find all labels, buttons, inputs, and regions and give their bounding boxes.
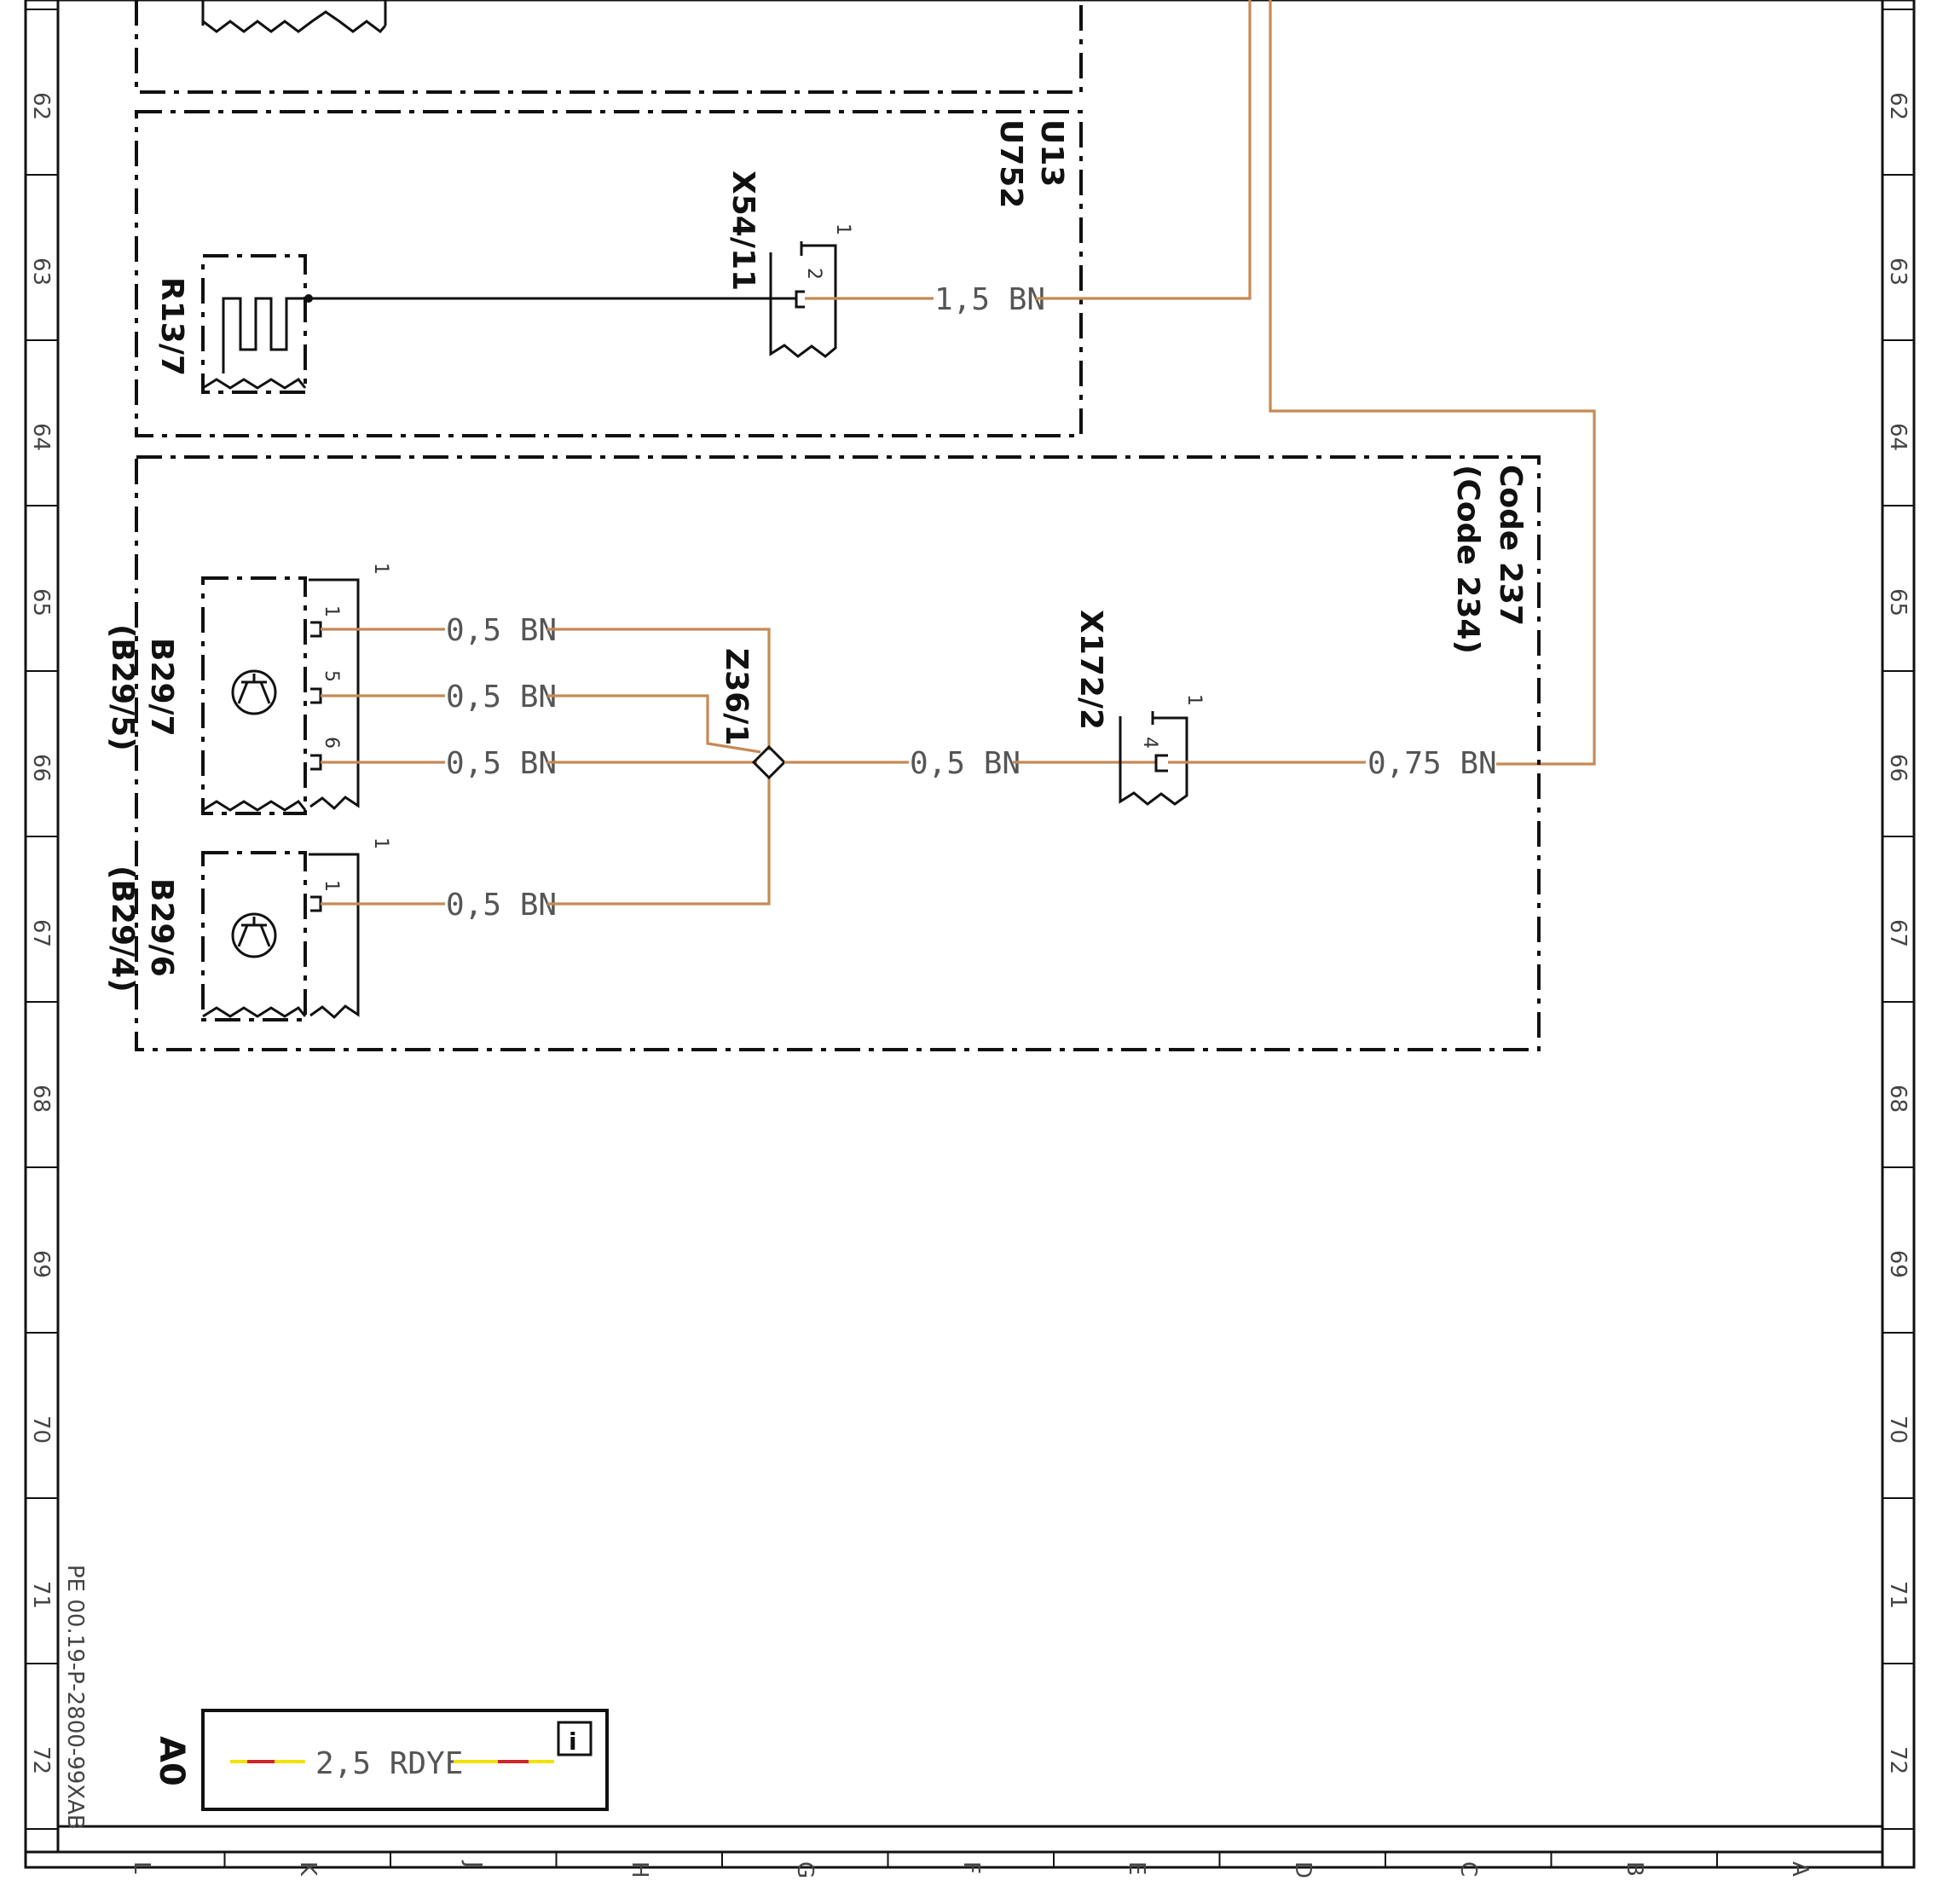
label-z36-1: Z36/1	[719, 648, 754, 745]
drawing-frame	[24, 0, 1916, 1869]
label-r13-7: R13/7	[154, 277, 189, 376]
row-label: 66	[28, 754, 54, 782]
row-label: 65	[28, 588, 54, 616]
row-label: 67	[28, 919, 54, 947]
pin-label: 1	[321, 605, 342, 617]
pin-label: 1	[1183, 694, 1205, 706]
component-b29-7: 1 1 5 6 B29/7 (B29/5)	[105, 563, 391, 815]
column-label: H	[627, 1861, 652, 1878]
label-x172-2: X172/2	[1073, 610, 1108, 730]
row-label: 65	[1885, 588, 1911, 616]
column-label: F	[958, 1861, 984, 1874]
splice-z36-1: Z36/1	[719, 648, 787, 780]
wire-label-x54: 1,5 BN	[934, 282, 1045, 317]
wire-b29-7-pin1: 0,5 BN	[321, 613, 771, 750]
info-icon[interactable]	[557, 1721, 593, 1756]
legend-a0: A0 2,5 RDYE i	[152, 1709, 609, 1811]
box-label-u13: U13	[1034, 119, 1069, 187]
component-r13-7: R13/7	[154, 254, 313, 394]
row-grid-ticks	[26, 9, 1914, 1830]
drawing-number: PE 00.19-P-2800-99XAB	[62, 1565, 88, 1830]
row-label: 68	[1885, 1085, 1911, 1113]
pin-label: 2	[803, 268, 824, 280]
row-label: 62	[28, 92, 54, 120]
wire-b29-7-pin5: 0,5 BN	[321, 680, 761, 754]
box-u13-u752: U13 U752	[135, 110, 1083, 437]
box-code-237: Code 237 (Code 234)	[135, 455, 1541, 1051]
label-b29-5: (B29/5)	[105, 624, 140, 751]
row-labels-right: 62 63 64 65 66 67 68 69 70 71 72	[1885, 92, 1911, 1774]
row-label: 72	[28, 1746, 54, 1774]
wire-label-b6: 0,5 BN	[446, 746, 557, 781]
wire-label-b29-6: 0,5 BN	[446, 888, 557, 923]
label-b29-6: B29/6	[144, 878, 179, 977]
connector-x54-11: 1 2 X54/11	[726, 171, 853, 358]
info-icon-glyph: i	[569, 1727, 577, 1756]
box-label-code-237: Code 237	[1493, 465, 1528, 626]
connector-x172-2: 1 4 X172/2	[1073, 610, 1205, 806]
row-label: 72	[1885, 1746, 1911, 1774]
row-label: 63	[28, 258, 54, 286]
row-label: 71	[28, 1581, 54, 1609]
row-labels-left: 62 63 64 65 66 67 68 69 70 71 72	[28, 92, 54, 1774]
label-b29-4: (B29/4)	[105, 865, 140, 993]
pin-label: 4	[1139, 737, 1160, 749]
column-label: D	[1290, 1861, 1315, 1878]
wire-feed-right	[1269, 0, 1596, 766]
pin-label: 1	[370, 563, 391, 575]
row-label: 71	[1885, 1581, 1911, 1609]
row-label: 69	[1885, 1250, 1911, 1278]
row-label: 68	[28, 1085, 54, 1113]
row-label: 67	[1885, 919, 1911, 947]
wire-label-b5: 0,5 BN	[446, 680, 557, 715]
row-label: 63	[1885, 258, 1911, 286]
column-grid-ticks	[223, 1852, 1718, 1867]
partial-box-top	[135, 0, 1083, 94]
row-label: 64	[1885, 423, 1911, 451]
row-label: 66	[1885, 754, 1911, 782]
row-label: 64	[28, 423, 54, 451]
box-label-code-234: (Code 234)	[1450, 465, 1485, 654]
column-labels: L K J H G F E D C B A	[129, 1860, 1813, 1878]
column-label: G	[792, 1861, 818, 1878]
wire-x54-bn: 1,5 BN	[805, 0, 1252, 317]
wire-label-x172: 0,75 BN	[1367, 746, 1497, 781]
row-label: 62	[1885, 92, 1911, 120]
pin-label: 5	[321, 670, 342, 682]
label-x54-11: X54/11	[726, 171, 760, 291]
pin-label: 1	[370, 837, 391, 849]
row-label: 69	[28, 1250, 54, 1278]
row-label: 70	[1885, 1415, 1911, 1444]
wire-b29-6-pin1: 0,5 BN	[321, 776, 771, 923]
legend-key: A0	[152, 1736, 191, 1786]
wire-label-z36: 0,5 BN	[910, 746, 1021, 781]
pin-label: 6	[321, 737, 342, 749]
row-label: 70	[28, 1415, 54, 1444]
legend-wire-label: 2,5 RDYE	[315, 1746, 463, 1781]
wire-z36-to-x172: 0,5 BN	[784, 746, 1156, 781]
pin-label: 1	[321, 880, 342, 892]
label-b29-7: B29/7	[144, 638, 179, 737]
heater-icon	[222, 297, 304, 373]
transistor-icon	[231, 669, 277, 715]
column-label: K	[295, 1861, 321, 1877]
column-label: L	[129, 1861, 154, 1874]
box-label-u752: U752	[993, 119, 1028, 208]
wire-x172-out: 0,75 BN	[1168, 746, 1497, 781]
column-label: A	[1787, 1861, 1813, 1877]
wire-label-b1: 0,5 BN	[446, 613, 557, 648]
column-label: B	[1622, 1861, 1647, 1877]
wire-b29-7-pin6: 0,5 BN	[321, 746, 757, 781]
column-label: E	[1124, 1861, 1149, 1875]
column-label: J	[460, 1860, 486, 1868]
column-label: C	[1455, 1861, 1481, 1877]
component-b29-6: 1 1 B29/6 (B29/4)	[105, 837, 391, 1021]
transistor-icon	[231, 912, 277, 958]
pin-label: 1	[832, 223, 853, 235]
